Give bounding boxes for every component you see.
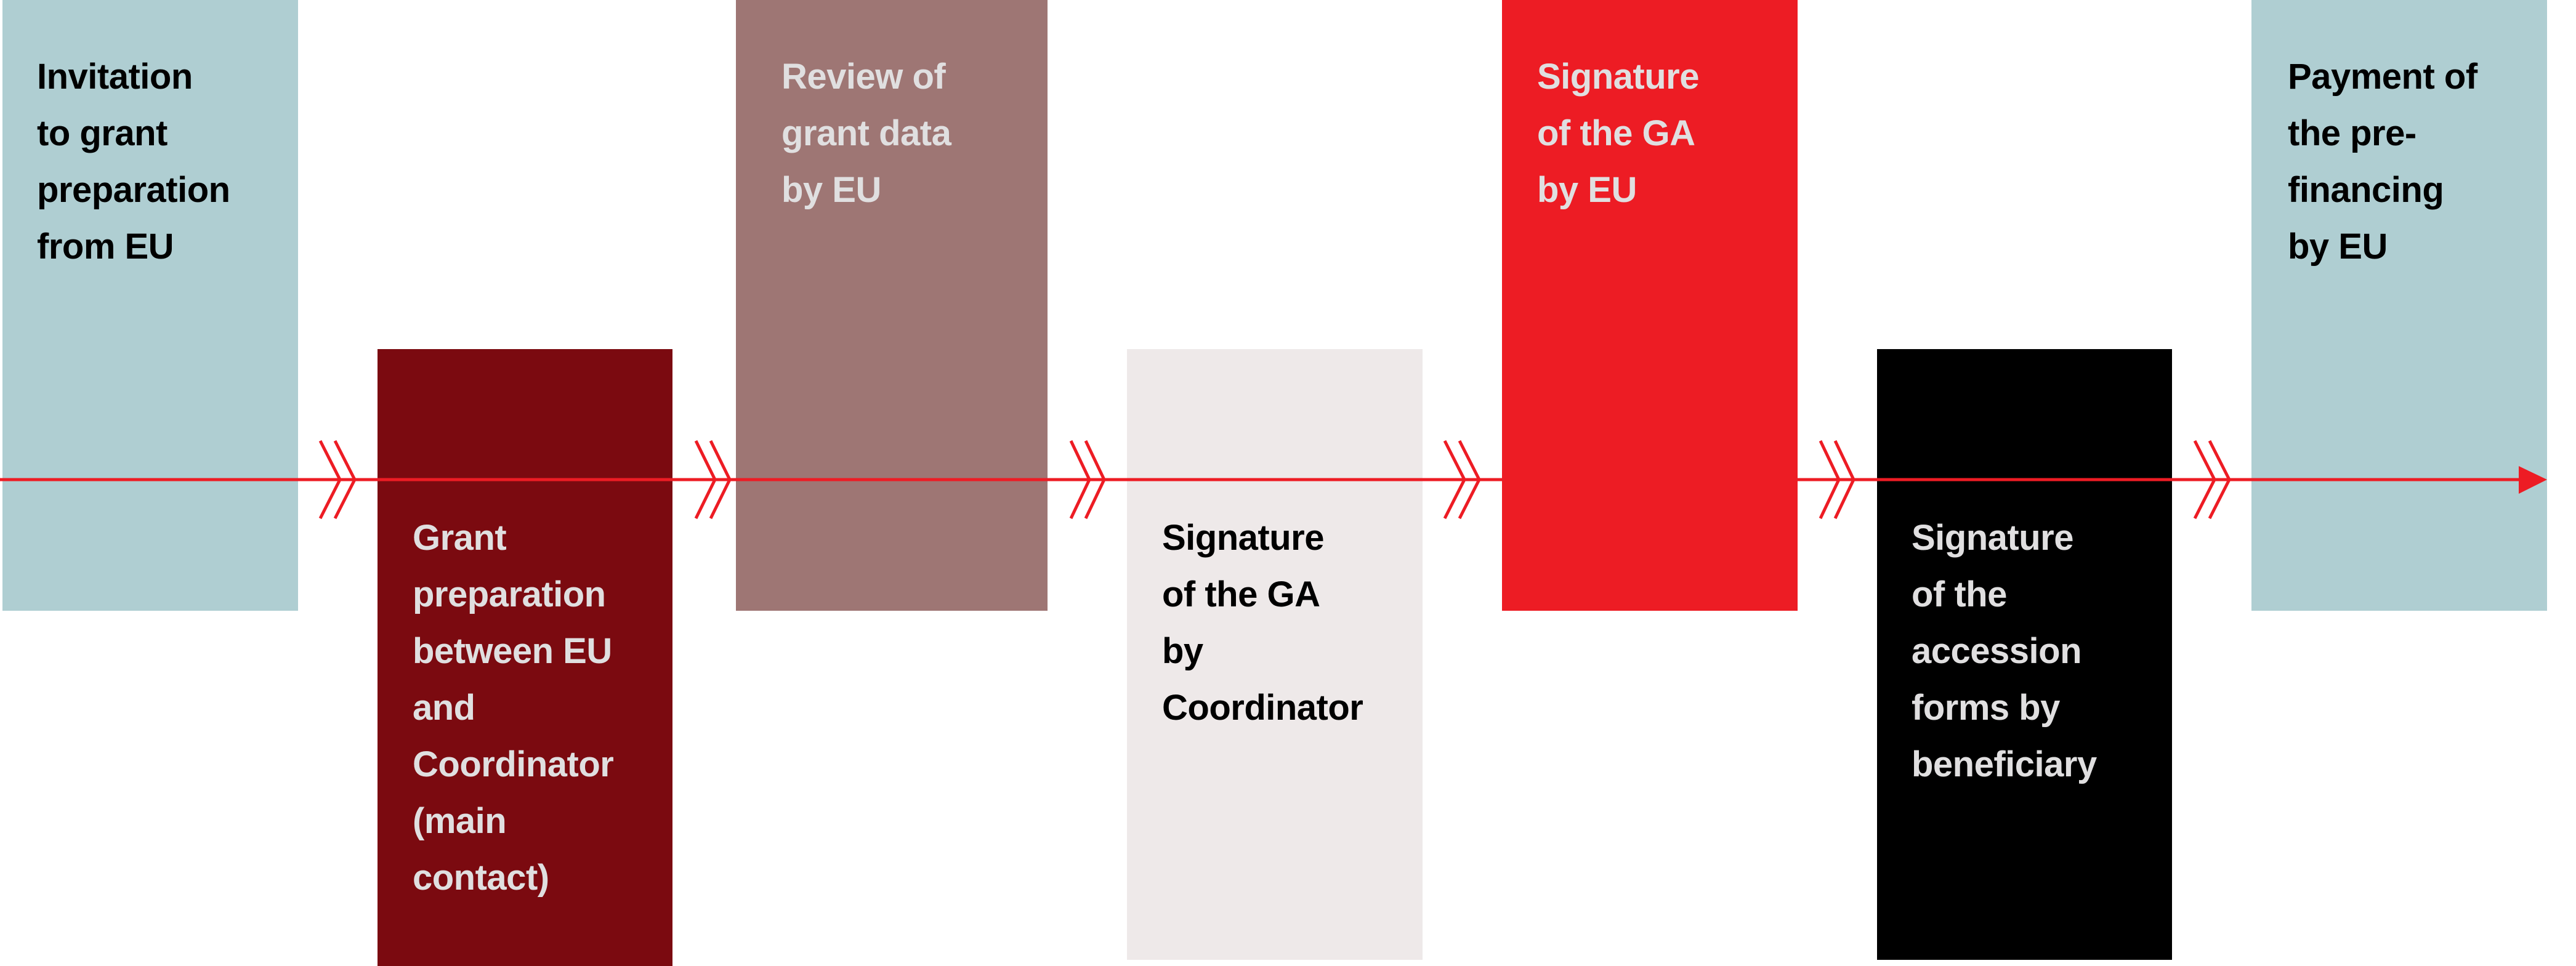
- step-signature-by-eu: Signature of the GA by EU: [1502, 0, 1798, 611]
- label-line: the pre-: [2288, 113, 2417, 153]
- label-line: contact): [413, 858, 549, 898]
- double-chevron-right-icon: [2193, 440, 2231, 520]
- double-chevron-right-icon: [1443, 440, 1481, 520]
- step-label: Signature of the GA by EU: [1537, 49, 1700, 219]
- label-line: preparation: [37, 170, 230, 210]
- step-signature-by-coordinator: Signature of the GA by Coordinator: [1127, 349, 1423, 960]
- label-line: preparation: [413, 574, 606, 614]
- double-chevron-right-icon: [1819, 440, 1855, 520]
- label-line: of the GA: [1537, 113, 1695, 153]
- step-label: Signature of the GA by Coordinator: [1162, 510, 1363, 736]
- label-line: Invitation: [37, 57, 193, 97]
- step-review-of-grant-data: Review of grant data by EU: [736, 0, 1048, 611]
- label-line: of the GA: [1162, 574, 1320, 614]
- step-invitation-to-grant-preparation: Invitation to grant preparation from EU: [2, 0, 298, 611]
- double-chevron-right-icon: [1069, 440, 1106, 520]
- label-line: by EU: [781, 170, 881, 210]
- label-line: to grant: [37, 113, 168, 153]
- label-line: Signature: [1162, 518, 1325, 558]
- step-label: Review of grant data by EU: [781, 49, 951, 219]
- step-signature-of-accession-forms: Signature of the accession forms by bene…: [1877, 349, 2172, 960]
- label-line: Coordinator: [1162, 688, 1363, 728]
- label-line: Review of: [781, 57, 946, 97]
- label-line: Grant: [413, 518, 507, 558]
- label-line: beneficiary: [1912, 744, 2097, 784]
- double-chevron-right-icon: [694, 440, 732, 520]
- label-line: of the: [1912, 574, 2007, 614]
- label-line: Coordinator: [413, 744, 614, 784]
- step-label: Payment of the pre- financing by EU: [2288, 49, 2477, 275]
- label-line: Signature: [1537, 57, 1700, 97]
- label-line: between EU: [413, 631, 612, 671]
- step-label: Signature of the accession forms by bene…: [1912, 510, 2097, 793]
- label-line: from EU: [37, 227, 174, 267]
- label-line: by EU: [2288, 227, 2388, 267]
- step-grant-preparation: Grant preparation between EU and Coordin…: [378, 349, 672, 966]
- label-line: by: [1162, 631, 1203, 671]
- step-label: Grant preparation between EU and Coordin…: [413, 510, 614, 906]
- label-line: (main: [413, 801, 507, 841]
- label-line: financing: [2288, 170, 2444, 210]
- double-chevron-right-icon: [318, 440, 357, 520]
- step-label: Invitation to grant preparation from EU: [37, 49, 230, 275]
- label-line: Payment of: [2288, 57, 2477, 97]
- label-line: by EU: [1537, 170, 1637, 210]
- label-line: forms by: [1912, 688, 2060, 728]
- label-line: grant data: [781, 113, 951, 153]
- step-payment-of-pre-financing: Payment of the pre- financing by EU: [2251, 0, 2547, 611]
- label-line: and: [413, 688, 475, 728]
- label-line: accession: [1912, 631, 2082, 671]
- label-line: Signature: [1912, 518, 2073, 558]
